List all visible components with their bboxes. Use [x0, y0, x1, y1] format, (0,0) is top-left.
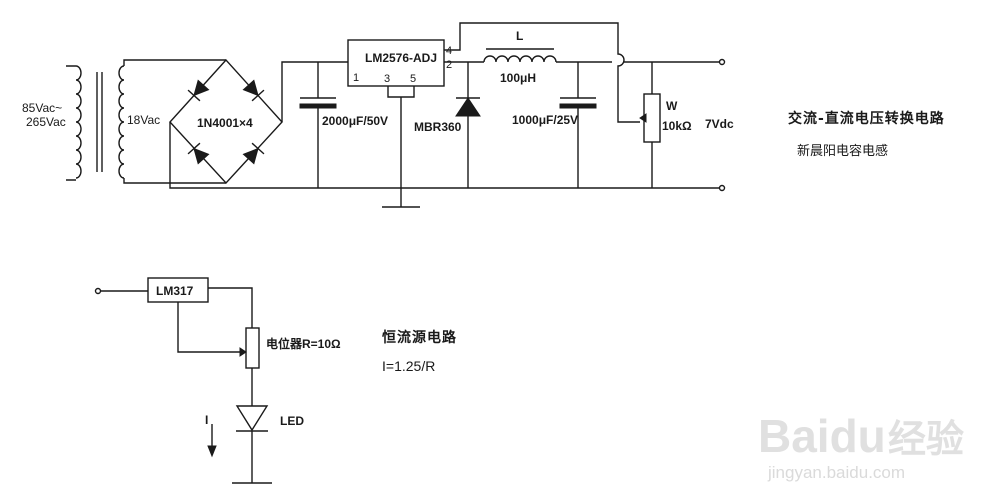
- pin-5-label: 5: [410, 73, 416, 85]
- output-potentiometer: [639, 62, 661, 188]
- catch-diode: [455, 62, 481, 188]
- led: [235, 405, 269, 483]
- transformer: [66, 65, 125, 181]
- output-terminal-positive: [718, 58, 726, 66]
- inductor: [483, 48, 557, 63]
- pin-3-label: 3: [384, 73, 390, 85]
- cc-formula: I=1.25/R: [382, 358, 435, 374]
- converter-title: 交流-直流电压转换电路: [788, 110, 945, 127]
- converter-subtitle: 新晨阳电容电感: [797, 143, 888, 159]
- pin-4-label: 4: [446, 45, 452, 57]
- watermark-cn: 经验: [888, 419, 964, 461]
- pot-value: 10kΩ: [662, 119, 692, 133]
- current-arrow: [207, 424, 217, 458]
- wire-pins-ground: [387, 86, 415, 207]
- output-cap-label: 1000μF/25V: [512, 113, 578, 127]
- diode-label: MBR360: [414, 120, 462, 134]
- wire-secondary-top: [123, 59, 226, 66]
- output-terminal-negative: [718, 184, 726, 192]
- wire-cc-output: [208, 287, 253, 328]
- led-label: LED: [280, 414, 304, 428]
- lm317-ic: [147, 277, 209, 303]
- regulator-label: LM2576-ADJ: [365, 51, 437, 65]
- watermark-brand: Baidu: [758, 410, 886, 462]
- output-capacitor: [559, 62, 597, 188]
- secondary-voltage-label: 18Vac: [127, 113, 160, 127]
- baidu-watermark: Baidu 经验 jingyan.baidu.com: [758, 410, 964, 482]
- inductor-name: L: [516, 29, 523, 43]
- lm317-label: LM317: [156, 284, 194, 298]
- wire-ground-rail: [169, 122, 720, 189]
- filter-cap-label: 2000μF/50V: [322, 114, 388, 128]
- pin-2-label: 2: [446, 59, 452, 71]
- cc-potentiometer: [239, 327, 260, 369]
- pin-1-label: 1: [353, 72, 359, 84]
- input-voltage-label-bottom: 265Vac: [26, 115, 66, 129]
- input-voltage-label-top: 85Vac~: [22, 101, 62, 115]
- pot-name: W: [666, 99, 678, 113]
- output-voltage-label: 7Vdc: [705, 117, 734, 131]
- current-label: I: [205, 413, 208, 427]
- wire-cc-adjust: [177, 302, 242, 353]
- bridge-label: 1N4001×4: [197, 116, 253, 130]
- wire-positive-rail: [281, 61, 348, 122]
- cc-pot-label: 电位器R=10Ω: [266, 336, 341, 351]
- wire-feedback: [444, 22, 640, 123]
- bridge-rectifier: [169, 58, 283, 185]
- watermark-url: jingyan.baidu.com: [767, 463, 905, 482]
- filter-capacitor: [299, 62, 337, 188]
- cc-title: 恒流源电路: [382, 329, 457, 346]
- inductor-value: 100μH: [500, 71, 536, 85]
- input-terminal: [94, 287, 102, 295]
- regulator-ic: [347, 39, 445, 87]
- wire-secondary-bottom: [123, 178, 226, 184]
